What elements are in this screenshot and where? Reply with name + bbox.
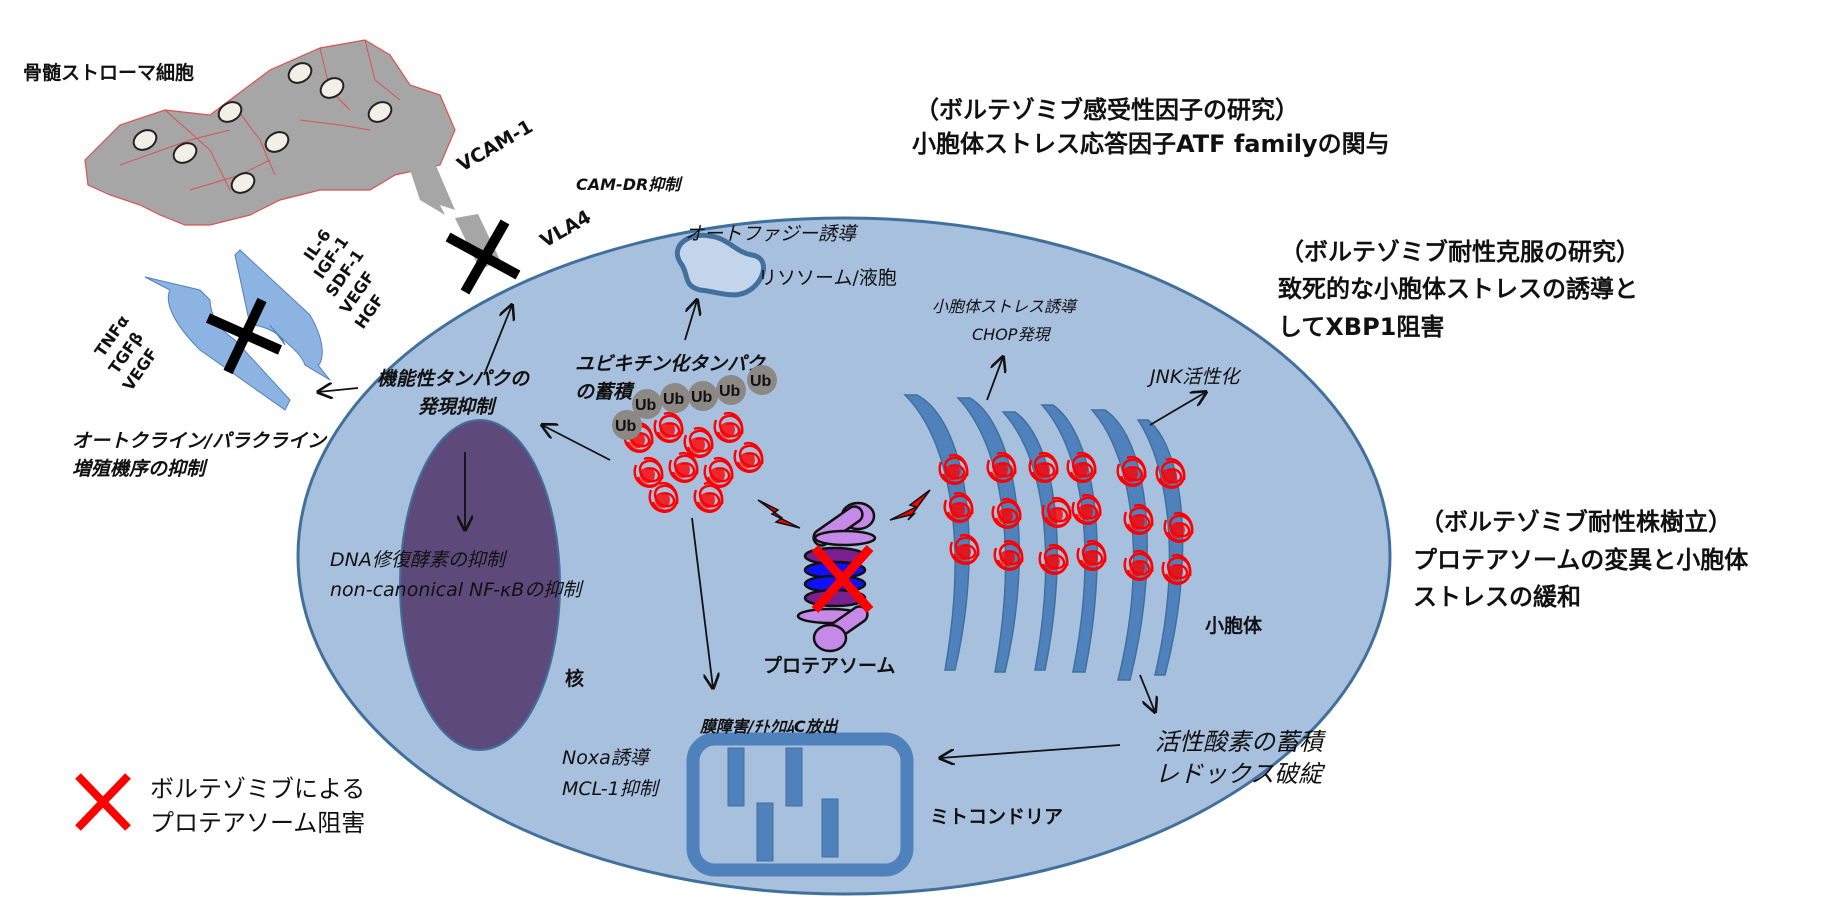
functional-protein-label: 機能性タンパクの [377,368,531,390]
ub-tag: Ub [612,410,642,440]
mitochondria-label: ミトコンドリア [930,806,1063,828]
stromal-nucleus [132,129,158,151]
arrow-to-chop [986,357,1003,401]
noxa-label: Noxa誘導 [562,747,652,769]
mitochondrion [686,732,914,877]
ub-protein-label: の蓄積 [575,381,635,403]
stromal-nucleus [217,101,243,123]
blocked-x-icon [205,297,283,375]
cytokine-exchange: IL-6 IGF-1 SDF-1 VEGF HGF TNFα TGFβ VEGF… [72,226,388,480]
note-title: （ボルテゾミブ感受性因子の研究） [915,96,1299,124]
mito-damage-label: 膜障害/ﾁﾄｸﾛﾑC放出 [699,717,840,736]
blocked-x-icon [445,219,521,295]
vcam-arrow-icon [400,140,455,215]
arrow-to-lysosome [684,300,697,341]
legend-label: プロテアソーム阻害 [150,809,365,837]
svg-text:Ub: Ub [615,418,637,435]
research-note-sensitivity: （ボルテゾミブ感受性因子の研究） 小胞体ストレス応答因子ATF familyの関… [912,96,1390,158]
paracrine-arrow-icon [234,249,331,381]
svg-text:Ub: Ub [635,397,657,414]
note-body: プロテアソームの変異と小胞体 [1413,546,1749,574]
bone-marrow-stromal-cells: 骨髄ストローマ細胞 [23,39,456,226]
stromal-nucleus [172,142,198,164]
vla4-label: VLA4 [537,206,595,252]
stromal-nucleus [287,62,313,84]
proteasome-inhibition-x-icon [811,545,874,613]
svg-text:Ub: Ub [691,389,713,406]
legend: ボルテゾミブによる プロテアソーム阻害 [75,773,365,837]
myeloma-cell: 核 DNA修復酵素の抑制 non-canonical NF-κBの抑制 機能性タ… [296,216,1392,896]
note-body: 致死的な小胞体ストレスの誘導と [1278,275,1638,303]
arrow-to-jnk [1149,392,1206,426]
lysosome [675,232,766,298]
chop-label: CHOP発現 [972,325,1051,344]
note-body: 小胞体ストレス応答因子ATF familyの関与 [912,130,1390,158]
research-note-overcoming-resistance: （ボルテゾミブ耐性克服の研究） 致死的な小胞体ストレスの誘導と してXBP1阻害 [1278,238,1640,341]
pathway-arrows [318,300,1206,758]
arrow-to-ros [1139,674,1155,712]
nucleus [399,419,561,751]
note-body: ストレスの緩和 [1413,583,1581,611]
arrow-ros-to-mito [940,744,1121,758]
arrow-to-autocrine [318,388,359,392]
arrow-to-mitochondria [691,517,713,688]
ubiquitin-chain: Ub Ub Ub Ub Ub Ub [612,365,777,440]
svg-text:Ub: Ub [750,373,772,390]
stromal-nucleus [230,172,256,194]
functional-protein-label: 発現抑制 [418,396,498,418]
note-title: （ボルテゾミブ耐性株樹立） [1420,508,1732,536]
cam-dr-label: CAM-DR抑制 [576,175,683,194]
stress-bolt-icon [757,499,801,529]
ub-tag: Ub [747,365,777,395]
arrow-to-vla4 [483,305,512,376]
dna-repair-label: DNA修復酵素の抑制 [330,549,508,571]
nucleus-label: 核 [565,667,584,690]
redox-label: レドックス破綻 [1155,760,1326,788]
stromal-nucleus [367,101,393,123]
er-label: 小胞体 [1205,614,1263,637]
stromal-nucleus [264,131,290,153]
ub-protein-label: ユビキチン化タンパク [575,353,767,375]
note-body: してXBP1阻害 [1278,313,1444,341]
ub-tag: Ub [688,381,718,411]
lysosome-label: リソソーム/液胞 [758,267,897,289]
stromal-cell-label: 骨髄ストローマ細胞 [23,61,194,84]
red-x-icon [75,773,131,831]
jnk-label: JNK活性化 [1146,366,1241,388]
ros-label: 活性酸素の蓄積 [1155,728,1327,756]
ub-tag: Ub [660,383,690,413]
stress-bolt-icon [889,489,931,521]
autocrine-label: オートクライン/パラクライン [72,430,328,452]
legend-label: ボルテゾミブによる [150,775,365,803]
svg-text:Ub: Ub [663,391,685,408]
arrow-to-functional [542,425,611,461]
nfkb-label: non-canonical NF-κBの抑制 [330,579,584,601]
autocrine-label: 増殖機序の抑制 [72,458,209,480]
autophagy-label: オートファジー誘導 [685,223,859,245]
mcl1-label: MCL-1抑制 [562,778,661,800]
svg-text:Ub: Ub [719,383,741,400]
stromal-nucleus [319,77,345,99]
er-stress-label: 小胞体ストレス誘導 [932,297,1078,316]
myeloma-factor-list: TNFα TGFβ VEGF [91,312,162,395]
vcam-label: VCAM-1 [454,116,537,177]
research-note-resistant-line: （ボルテゾミブ耐性株樹立） プロテアソームの変異と小胞体 ストレスの緩和 [1413,508,1749,611]
ub-tag: Ub [716,375,746,405]
ub-tag: Ub [632,389,662,419]
note-title: （ボルテゾミブ耐性克服の研究） [1280,238,1640,266]
stroma-factor-list: IL-6 IGF-1 SDF-1 VEGF HGF [300,226,388,333]
proteasome-label: プロテアソーム [763,654,895,677]
